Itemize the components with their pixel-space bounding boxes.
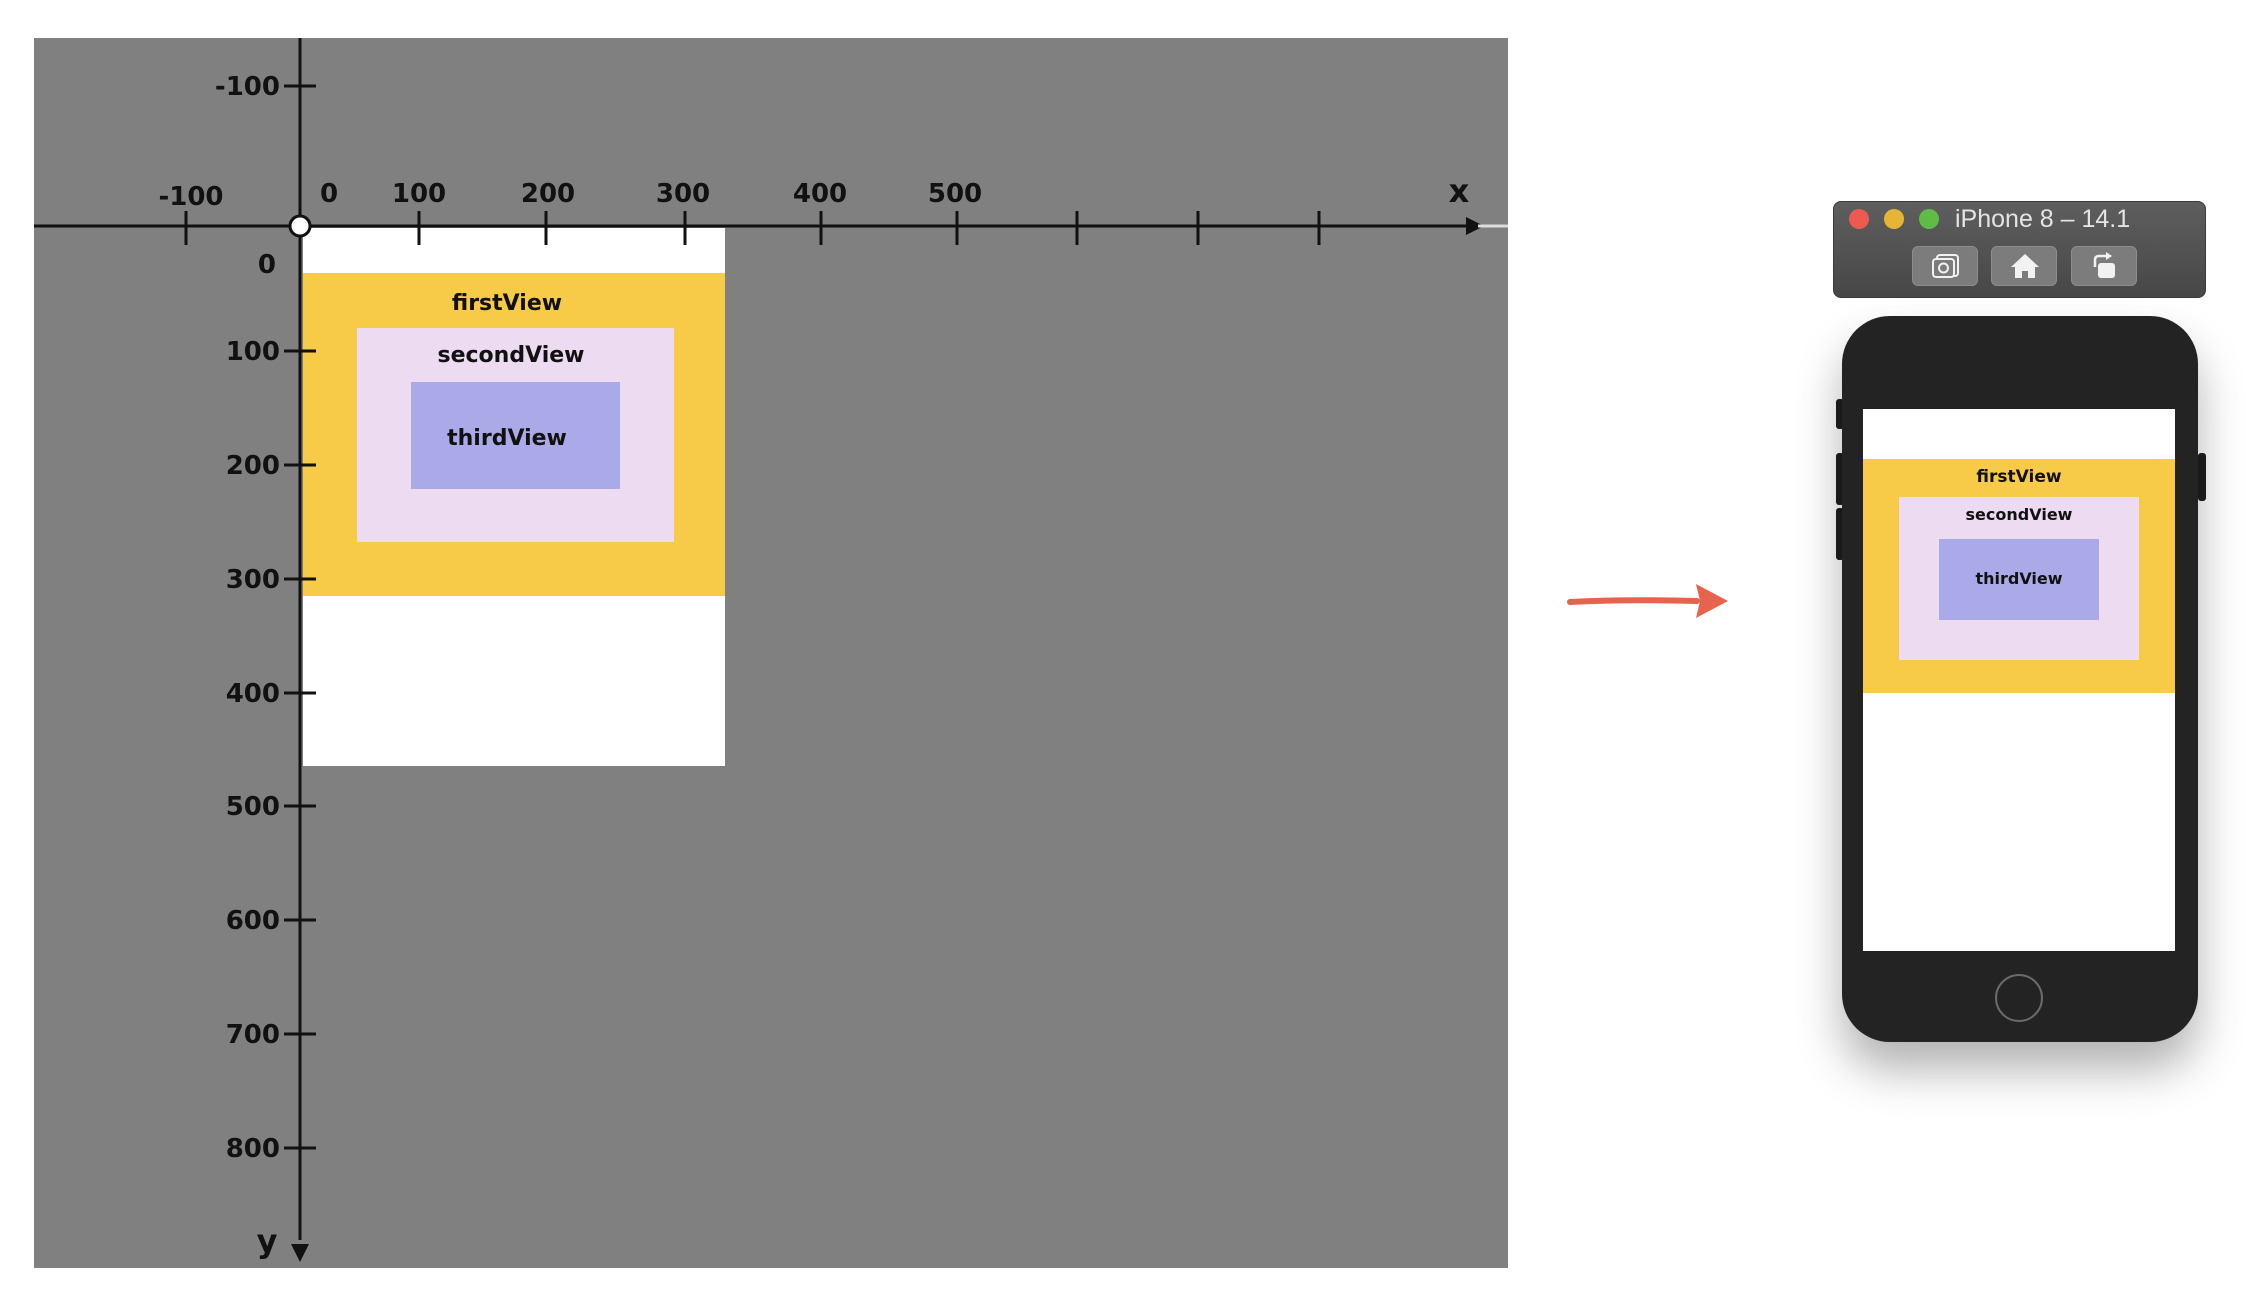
home-button-toolbar[interactable] [1991,246,2057,286]
third-view-label: thirdView [447,426,567,451]
y-tick-label: 200 [226,451,280,481]
sim-second-view: secondView thirdView [1899,497,2139,660]
x-tick-label: -100 [158,182,223,212]
y-tick-label: -100 [215,72,280,102]
x-tick-marks [184,211,1321,245]
mute-switch [1836,399,1844,429]
x-tick-label: 100 [392,179,446,209]
x-tick-label: 400 [793,179,847,209]
x-axis-name: x [1449,172,1470,210]
close-window-button[interactable] [1849,209,1869,229]
camera-icon [1932,254,1959,278]
x-axis-arrowhead [1466,217,1484,235]
y-tick-label: 500 [226,792,280,822]
volume-up-button [1836,453,1844,505]
iphone-screen[interactable]: firstView secondView thirdView [1863,409,2175,951]
zoom-window-button[interactable] [1919,209,1939,229]
device-home-button[interactable] [1995,974,2043,1022]
y-tick-label: 300 [226,565,280,595]
sim-third-view: thirdView [1939,539,2099,620]
sim-first-view-label: firstView [1976,467,2062,487]
y-tick-label: 400 [226,679,280,709]
second-view-label: secondView [437,343,584,368]
rotate-button[interactable] [2071,246,2137,286]
x-tick-label: 200 [521,179,575,209]
screenshot-button[interactable] [1912,246,1978,286]
y-tick-label: 800 [226,1134,280,1164]
y-tick-label: 100 [226,337,280,367]
x-tick-label: 0 [320,179,338,209]
simulator-title: iPhone 8 – 14.1 [1955,205,2131,233]
y-tick-label: 0 [258,250,276,280]
y-tick-label: 600 [226,906,280,936]
coordinate-diagram [34,38,1508,1268]
home-icon [2011,254,2039,278]
y-tick-label: 700 [226,1020,280,1050]
x-tick-label: 300 [656,179,710,209]
sim-first-view: firstView secondView thirdView [1863,459,2175,693]
first-view-label: firstView [452,291,562,316]
origin-marker [288,214,312,238]
y-axis-name: y [257,1222,278,1260]
y-axis-arrowhead [291,1244,309,1262]
volume-down-button [1836,508,1844,560]
y-tick-marks [284,84,316,1150]
x-tick-label: 500 [928,179,982,209]
power-button [2198,453,2206,501]
right-arrow-icon [1567,584,1728,618]
rotate-icon [2093,252,2115,278]
sim-second-view-label: secondView [1965,505,2073,524]
sim-third-view-label: thirdView [1975,569,2063,588]
third-view-rect [411,382,620,489]
minimize-window-button[interactable] [1884,209,1904,229]
